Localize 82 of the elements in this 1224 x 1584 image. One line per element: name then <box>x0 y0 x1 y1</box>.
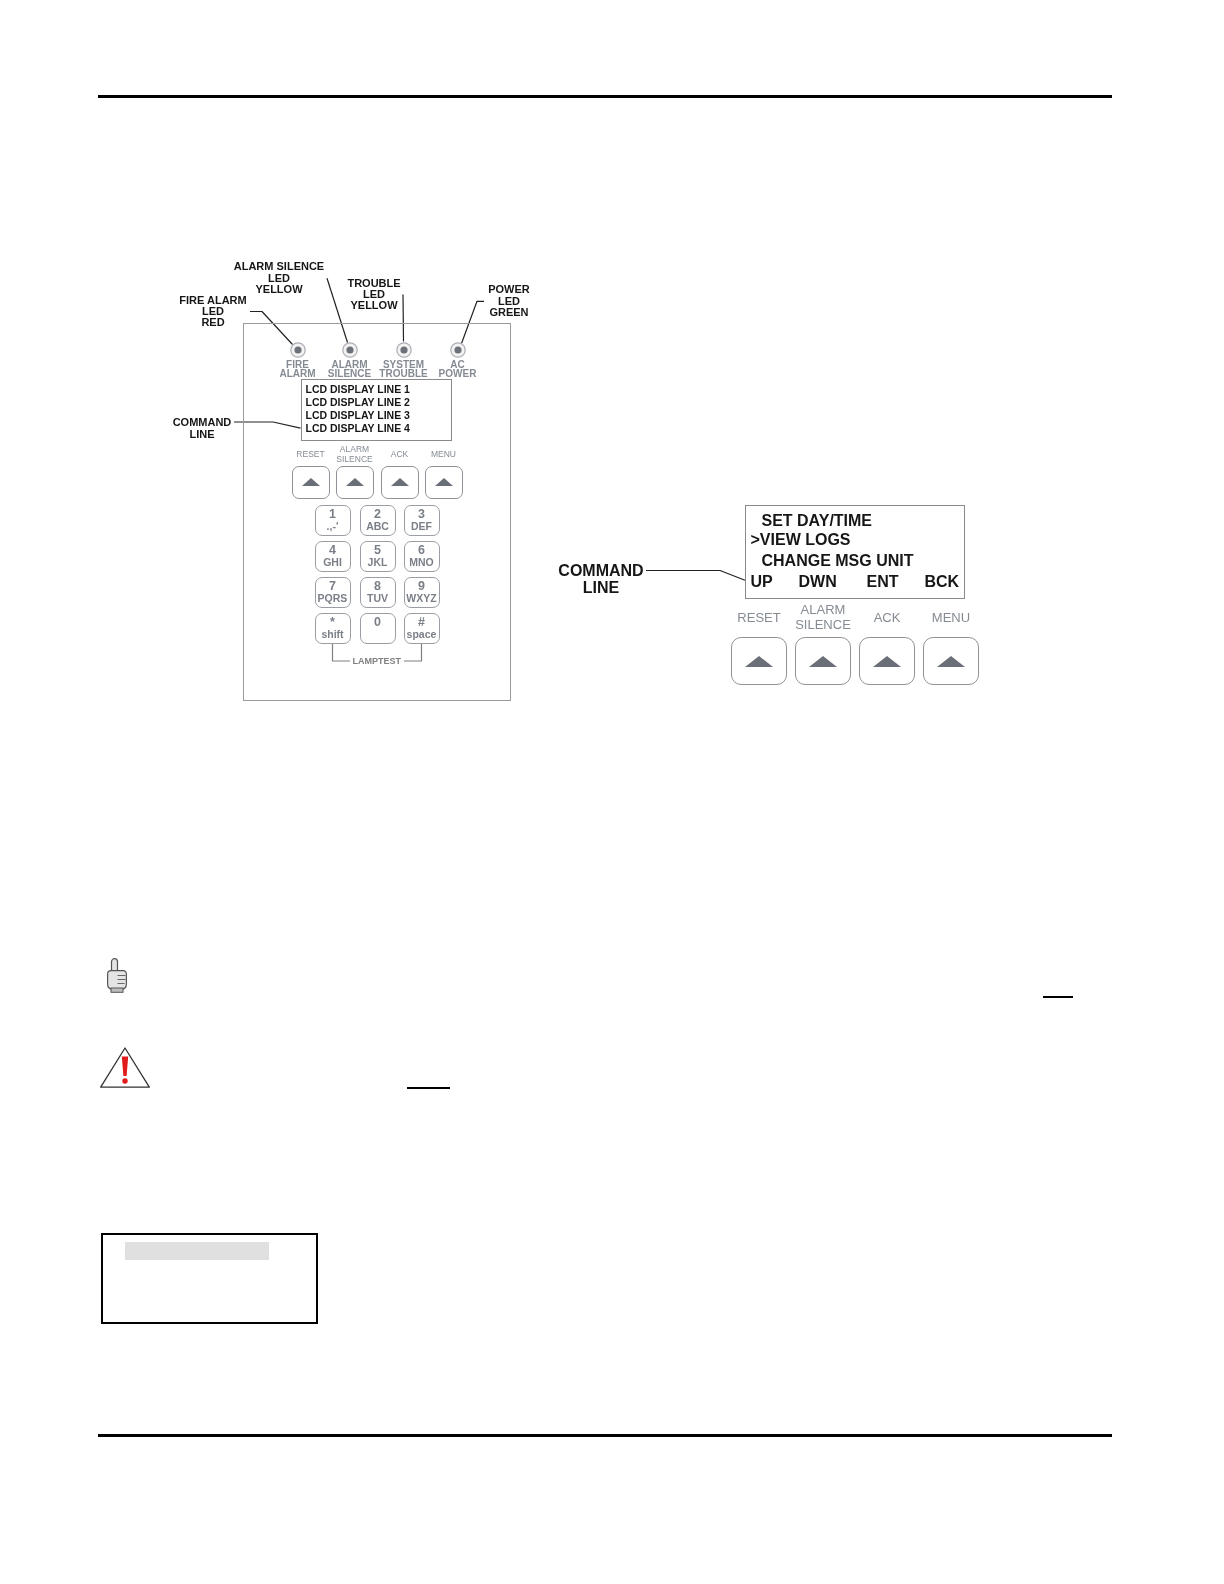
keypad-key <box>314 540 351 572</box>
keypad-key <box>359 612 396 644</box>
key-letters: .,-' <box>326 520 339 532</box>
keypad-key <box>403 576 440 608</box>
key-digit: 4 <box>329 543 336 557</box>
keypad-key <box>403 504 440 536</box>
led-label: AC POWER <box>438 359 477 378</box>
key-label: ACK <box>873 609 901 625</box>
keypad-key <box>314 612 351 644</box>
callout-label: LED <box>201 306 225 317</box>
callout-label: GREEN <box>488 307 530 319</box>
leader-line <box>233 421 302 429</box>
leader-line <box>645 569 746 581</box>
key-digit: # <box>418 615 425 629</box>
key-label: ALARM SILENCE <box>795 602 851 632</box>
key-digit: 6 <box>418 543 425 557</box>
lcd-display <box>745 505 965 599</box>
key-digit: * <box>330 615 335 629</box>
callout-label: POWER <box>487 284 531 296</box>
led-label: SYSTEM TROUBLE <box>379 359 428 378</box>
key-label: ACK <box>390 448 409 459</box>
callout-label: TROUBLE <box>346 278 402 289</box>
leader-line <box>326 277 349 344</box>
keypad-key <box>403 612 440 644</box>
key-label: ALARM SILENCE <box>336 443 373 464</box>
callout-label: LED <box>497 295 521 307</box>
key-label: MENU <box>931 609 971 625</box>
keypad-key <box>403 540 440 572</box>
key-digit: 8 <box>374 579 381 593</box>
leader-line <box>402 293 405 343</box>
callout-label: LED <box>267 272 291 284</box>
key-letters: TUV <box>367 592 388 604</box>
key-digit: 1 <box>329 507 336 521</box>
key-letters: WXYZ <box>406 592 437 604</box>
edge-label: LAMPTEST <box>349 656 404 666</box>
callout-label: LED <box>362 289 386 300</box>
lcd-display <box>300 378 452 441</box>
key-letters: ABC <box>366 520 389 532</box>
display-line: LCD DISPLAY LINE 3 <box>305 408 411 423</box>
command-option: UP <box>750 572 773 591</box>
callout-label: RED <box>200 317 226 328</box>
callout-label: YELLOW <box>254 284 304 296</box>
callout-label: ALARM SILENCE <box>232 261 326 273</box>
menu-line: CHANGE MSG UNIT <box>761 551 914 570</box>
key-digit: 7 <box>329 579 336 593</box>
key-letters: shift <box>321 628 344 640</box>
key-digit: 5 <box>374 543 381 557</box>
key-digit: 2 <box>374 507 381 521</box>
callout-label: COMMAND LINE <box>557 562 645 596</box>
key-digit: 0 <box>374 615 381 629</box>
key-letters: GHI <box>323 556 342 568</box>
callout-label: YELLOW <box>349 300 399 311</box>
command-option: ENT <box>866 572 899 591</box>
callout-label: COMMAND LINE <box>171 416 233 440</box>
key-label: RESET <box>737 609 781 625</box>
key-label: MENU <box>431 448 456 459</box>
keypad-key <box>314 504 351 536</box>
leader-line <box>460 300 485 345</box>
key-letters: MNO <box>409 556 434 568</box>
menu-line: SET DAY/TIME <box>761 511 873 530</box>
keypad-key <box>359 576 396 608</box>
key-label: RESET <box>296 448 325 459</box>
display-line: LCD DISPLAY LINE 2 <box>305 395 411 409</box>
display-line: LCD DISPLAY LINE 4 <box>305 422 411 436</box>
leader-line <box>249 310 294 346</box>
key-digit: 9 <box>418 579 425 593</box>
callout-label: FIRE ALARM <box>178 295 248 306</box>
key-digit: 3 <box>418 507 425 521</box>
command-option: DWN <box>798 572 837 591</box>
keypad-key <box>359 504 396 536</box>
key-letters: DEF <box>411 520 432 532</box>
led-label: ALARM SILENCE <box>327 359 372 378</box>
command-option: BCK <box>924 572 960 591</box>
keypad-panel <box>243 323 511 701</box>
led-label: FIRE ALARM <box>279 359 316 378</box>
key-letters: JKL <box>367 556 388 568</box>
keypad-key <box>314 576 351 608</box>
display-line: LCD DISPLAY LINE 1 <box>305 382 411 396</box>
key-letters: PQRS <box>317 592 348 604</box>
keypad-key <box>359 540 396 572</box>
key-letters: space <box>406 628 437 640</box>
menu-line: >VIEW LOGS <box>750 530 851 549</box>
